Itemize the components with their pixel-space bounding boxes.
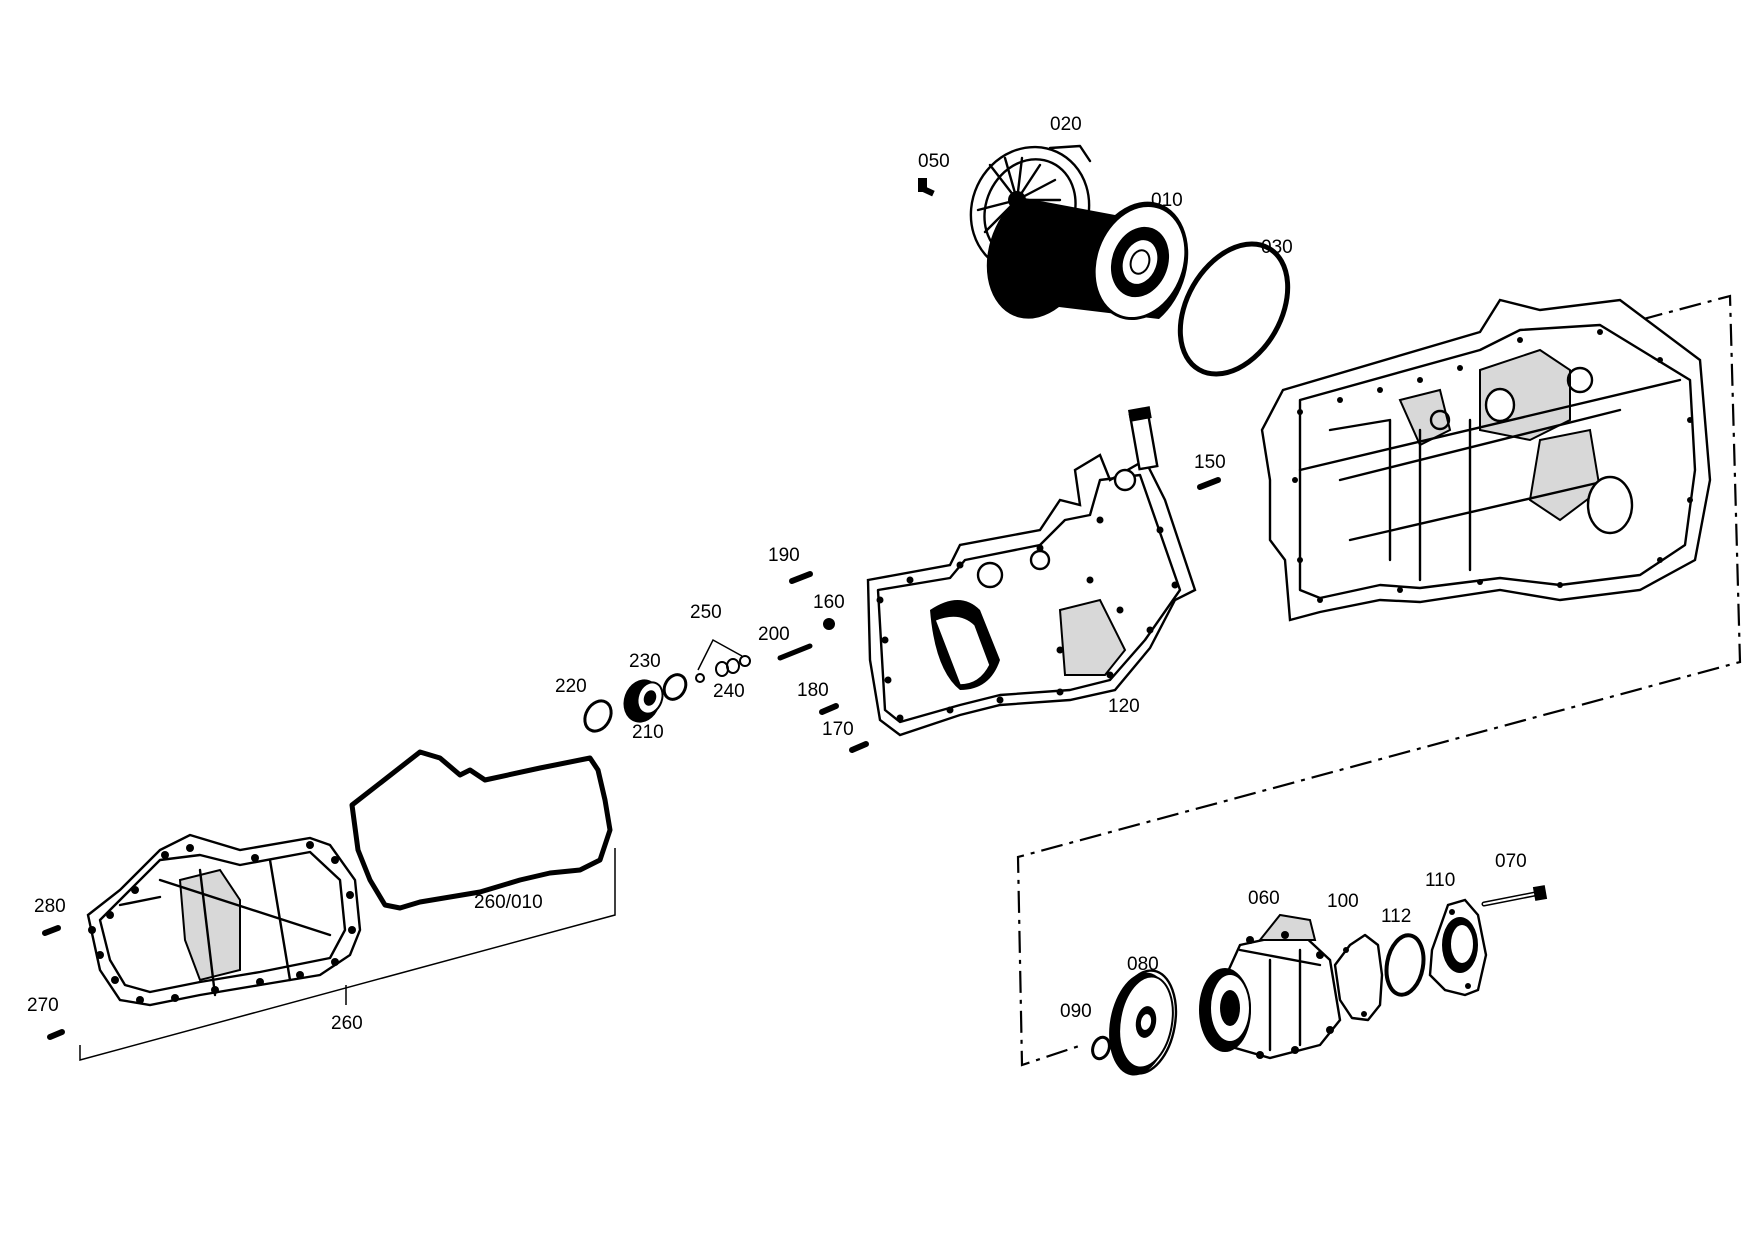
label-260: 260 (331, 1013, 363, 1034)
label-190: 190 (768, 545, 800, 566)
part-labels: 020 050 010 030 150 190 160 250 200 230 … (27, 114, 1527, 1034)
part-180-pin (819, 703, 839, 715)
label-060: 060 (1248, 888, 1280, 909)
label-240: 240 (713, 681, 745, 702)
label-112: 112 (1381, 906, 1411, 927)
label-050: 050 (918, 151, 950, 172)
part-112-o-ring (1384, 933, 1426, 997)
label-080: 080 (1127, 954, 1159, 975)
label-230: 230 (629, 651, 661, 672)
label-270: 270 (27, 995, 59, 1016)
label-280: 280 (34, 896, 66, 917)
part-210-plug (623, 679, 664, 723)
part-070-bolt (1481, 885, 1548, 907)
label-250: 250 (690, 602, 722, 623)
transmission-housing (1260, 298, 1712, 622)
label-090: 090 (1060, 1001, 1092, 1022)
part-080-gear (1109, 969, 1178, 1076)
part-110-cover (1428, 898, 1488, 997)
label-260-010: 260/010 (474, 892, 543, 913)
part-030-o-ring (1177, 241, 1291, 377)
label-160: 160 (813, 592, 845, 613)
label-150: 150 (1194, 452, 1226, 473)
label-200: 200 (758, 624, 790, 645)
part-270-screw (47, 1029, 65, 1040)
label-210: 210 (632, 722, 664, 743)
part-050-screw (918, 178, 935, 197)
label-220: 220 (555, 676, 587, 697)
part-220-ring (583, 699, 613, 733)
label-010: 010 (1151, 190, 1183, 211)
label-170: 170 (822, 719, 854, 740)
label-100: 100 (1327, 891, 1359, 912)
part-170-pin (849, 741, 869, 753)
part-120-valve-plate (866, 406, 1197, 737)
label-030: 030 (1261, 237, 1293, 258)
part-160-ball (823, 618, 835, 630)
part-190-pin (789, 571, 813, 584)
part-230-ring (662, 673, 688, 701)
part-280-screw (42, 925, 61, 936)
part-060-pump (1199, 913, 1342, 1060)
part-150-pin (1197, 477, 1221, 490)
label-020: 020 (1050, 114, 1082, 135)
part-260-oil-pan (86, 833, 362, 1007)
part-010-bearing (986, 197, 1189, 321)
part-100-gasket (1333, 933, 1384, 1022)
housing-reference-frame (1016, 294, 1742, 1067)
label-110: 110 (1425, 870, 1455, 891)
part-250-seals (695, 655, 751, 683)
part-200-rod (777, 643, 813, 661)
part-090-ring (1091, 1035, 1111, 1061)
label-180: 180 (797, 680, 829, 701)
part-250-leader-lines (697, 638, 743, 671)
part-260-010-gasket (79, 749, 616, 1061)
label-120: 120 (1108, 696, 1140, 717)
label-070: 070 (1495, 851, 1527, 872)
